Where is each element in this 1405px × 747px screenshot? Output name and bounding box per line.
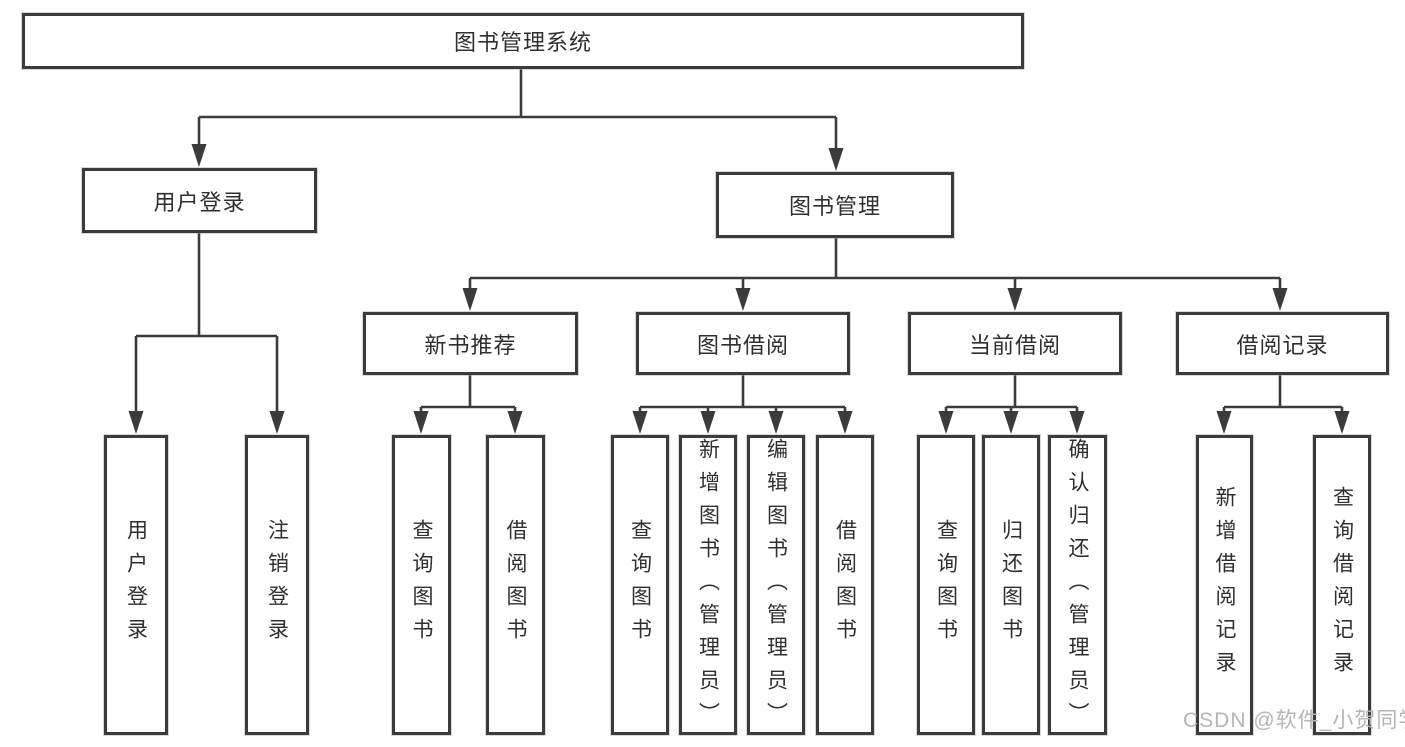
leaf-bw-edit-books-admin: 编辑图书（管理员） xyxy=(747,435,805,735)
node-label: 用户登录 xyxy=(153,189,246,215)
node-user-login: 用户登录 xyxy=(82,168,317,233)
leaf-rec-add-borrow-record: 新增借阅记录 xyxy=(1196,435,1253,735)
leaf-label: 注销登录 xyxy=(265,519,289,651)
node-current-borrow: 当前借阅 xyxy=(908,312,1122,375)
node-label: 借阅记录 xyxy=(1236,332,1329,358)
leaf-label: 查询借阅记录 xyxy=(1330,486,1354,684)
leaf-label: 查询图书 xyxy=(410,519,434,651)
leaf-bw-query-books: 查询图书 xyxy=(611,435,669,735)
leaf-rec-query-borrow-record: 查询借阅记录 xyxy=(1313,435,1371,735)
node-borrow-records: 借阅记录 xyxy=(1176,312,1389,375)
leaf-label: 编辑图书（管理员） xyxy=(764,438,788,735)
leaf-label: 查询图书 xyxy=(934,519,958,651)
leaf-label: 确认归还（管理员） xyxy=(1066,438,1090,735)
node-label: 图书管理 xyxy=(788,194,881,219)
leaf-label: 新增图书（管理员） xyxy=(696,438,720,735)
csdn-watermark: CSDN @软件_小贺同学 xyxy=(1183,709,1405,732)
node-book-borrow: 图书借阅 xyxy=(636,312,850,375)
leaf-label: 借阅图书 xyxy=(504,519,528,651)
leaf-bw-add-books-admin: 新增图书（管理员） xyxy=(679,435,737,735)
leaf-cur-return-books: 归还图书 xyxy=(982,435,1040,735)
leaf-nb-borrow-books: 借阅图书 xyxy=(486,435,545,735)
leaf-cur-query-books: 查询图书 xyxy=(917,435,975,735)
leaf-logout: 注销登录 xyxy=(245,435,309,735)
node-label: 图书管理系统 xyxy=(453,30,592,55)
node-book-management: 图书管理 xyxy=(716,172,954,238)
node-label: 新书推荐 xyxy=(424,332,517,358)
leaf-label: 查询图书 xyxy=(628,519,652,651)
node-root-library-system: 图书管理系统 xyxy=(22,13,1024,69)
leaf-label: 归还图书 xyxy=(999,519,1023,651)
node-new-book-recommend: 新书推荐 xyxy=(363,312,578,375)
leaf-bw-borrow-books: 借阅图书 xyxy=(816,435,874,735)
leaf-user-login: 用户登录 xyxy=(104,435,168,735)
node-label: 当前借阅 xyxy=(968,332,1061,358)
leaf-cur-confirm-return-admin: 确认归还（管理员） xyxy=(1048,435,1107,735)
leaf-label: 新增借阅记录 xyxy=(1213,486,1237,684)
node-label: 图书借阅 xyxy=(696,332,789,358)
leaf-label: 用户登录 xyxy=(124,519,148,651)
leaf-label: 借阅图书 xyxy=(833,519,857,651)
leaf-nb-query-books: 查询图书 xyxy=(392,435,451,735)
